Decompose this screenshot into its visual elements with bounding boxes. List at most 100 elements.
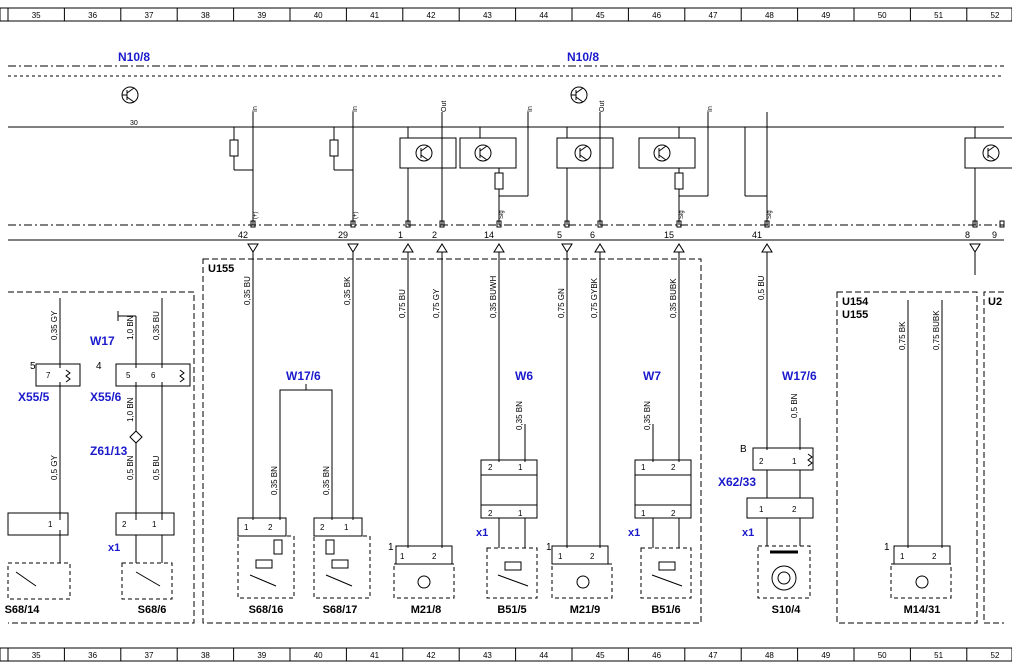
ground-w17-6-b: W17/6 <box>782 369 817 383</box>
connector-pin-number: 1 <box>344 523 349 532</box>
x1-label-d: x1 <box>742 527 754 539</box>
pin-label-7: 7 <box>46 371 51 380</box>
ground-w6: W6 <box>515 369 533 383</box>
signal-label: In <box>352 106 359 112</box>
component-label: S10/4 <box>772 604 802 616</box>
pin-terminal <box>972 220 978 228</box>
wire-label: 0,75 GY <box>432 288 441 318</box>
connector-x55-6: X55/6 <box>90 390 122 404</box>
connector-pin-number: 2 <box>590 552 595 561</box>
pin-terminal <box>676 220 682 228</box>
pin-terminal <box>250 220 256 228</box>
pin-signal: (+) <box>353 211 359 219</box>
pin-label-5b: 5 <box>126 371 131 380</box>
x1-label-a: x1 <box>108 542 120 554</box>
column-label-top: 35 <box>32 11 41 20</box>
connector-pin-number: 2 <box>759 457 764 466</box>
connector-pin-number: 1 <box>244 523 249 532</box>
pin-terminal <box>564 220 570 228</box>
column-label-bottom: 40 <box>314 651 323 660</box>
wire-label: 0,35 BN <box>322 466 331 495</box>
column-label-bottom: 43 <box>483 651 492 660</box>
wire-label: 0,35 BN <box>643 401 652 430</box>
column-label-bottom: 47 <box>709 651 718 660</box>
column-label-bottom: 50 <box>878 651 887 660</box>
connector-pin-number: 1 <box>792 457 797 466</box>
column-label-bottom: 46 <box>652 651 661 660</box>
pin-terminal <box>764 220 770 228</box>
connector-pin-number: 2 <box>432 552 437 561</box>
column-label-top: 39 <box>257 11 266 20</box>
connector-pin-number: 2 <box>932 552 937 561</box>
column-label-top: 42 <box>427 11 436 20</box>
bus-label: 30 <box>130 120 138 127</box>
connector-pin-number: 1 <box>518 509 523 518</box>
column-label-top: 50 <box>878 11 887 20</box>
signal-label: In <box>252 106 259 112</box>
connector-x55-5: X55/5 <box>18 390 50 404</box>
column-label-top: 46 <box>652 11 661 20</box>
pin-label-b: B <box>740 444 747 455</box>
signal-label: In <box>707 106 714 112</box>
connector-pin-number: 2 <box>122 520 127 529</box>
column-label-bottom: 51 <box>934 651 943 660</box>
pin-number: 29 <box>338 230 348 240</box>
column-label-top: 38 <box>201 11 210 20</box>
pin-number: 1 <box>398 230 403 240</box>
pin-number: 8 <box>965 230 970 240</box>
pin-label-1-c: 1 <box>884 542 890 553</box>
pin-terminal <box>439 220 445 228</box>
pin-terminal <box>496 220 502 228</box>
column-label-bottom: 41 <box>370 651 379 660</box>
column-label-bottom: 37 <box>145 651 154 660</box>
pin-number: 15 <box>664 230 674 240</box>
pin-number: 6 <box>590 230 595 240</box>
wire-label: 0,5 BU <box>757 275 766 300</box>
module-label-left: N10/8 <box>118 50 150 64</box>
column-label-top: 44 <box>539 11 548 20</box>
column-label-top: 36 <box>88 11 97 20</box>
pin-label-1-a: 1 <box>388 542 394 553</box>
pin-number: 5 <box>557 230 562 240</box>
wire-label: 0,35 BU <box>243 276 252 305</box>
pin-signal: (+) <box>253 211 259 219</box>
pin-number: 14 <box>484 230 494 240</box>
column-label-bottom: 42 <box>427 651 436 660</box>
connector-z61-13: Z61/13 <box>90 444 128 458</box>
pin-label-4: 4 <box>96 361 102 372</box>
column-label-top: 40 <box>314 11 323 20</box>
connector-pin-number: 1 <box>759 505 764 514</box>
pin-number: 41 <box>752 230 762 240</box>
column-label-top: 43 <box>483 11 492 20</box>
wire-label: 0,5 BN <box>790 393 799 418</box>
component-label: B51/5 <box>497 604 526 616</box>
pin-label-1-b: 1 <box>546 542 552 553</box>
connector-pin-number: 2 <box>488 509 493 518</box>
ground-w17-6: W17/6 <box>286 369 321 383</box>
signal-label: Out <box>599 101 606 112</box>
group-label-u155-b: U155 <box>842 309 868 321</box>
connector-pin-number: 1 <box>152 520 157 529</box>
column-label-top: 47 <box>709 11 718 20</box>
connector-pin-number: 1 <box>641 463 646 472</box>
column-label-top: 48 <box>765 11 774 20</box>
pin-number: 2 <box>432 230 437 240</box>
wire-label: 0,35 BUWH <box>489 276 498 318</box>
wire-label: 0,75 BUBK <box>932 310 941 350</box>
connector-pin-number: 2 <box>792 505 797 514</box>
x1-label-b: x1 <box>476 527 488 539</box>
column-label-top: 52 <box>991 11 1000 20</box>
wire-label: 0,5 BN <box>126 455 135 480</box>
pin-label-5: 5 <box>30 361 36 372</box>
wire-label: 0,75 BK <box>898 321 907 350</box>
wire-label: 0,5 BU <box>152 455 161 480</box>
column-label-top: 51 <box>934 11 943 20</box>
wire-label: 0,35 BUBK <box>669 278 678 318</box>
pin-terminal <box>405 220 411 228</box>
pin-signal: Sig <box>767 210 773 219</box>
signal-label: In <box>527 106 534 112</box>
connector-pin-number: 1 <box>900 552 905 561</box>
column-label-bottom: 36 <box>88 651 97 660</box>
group-label-u154: U154 <box>842 296 869 308</box>
